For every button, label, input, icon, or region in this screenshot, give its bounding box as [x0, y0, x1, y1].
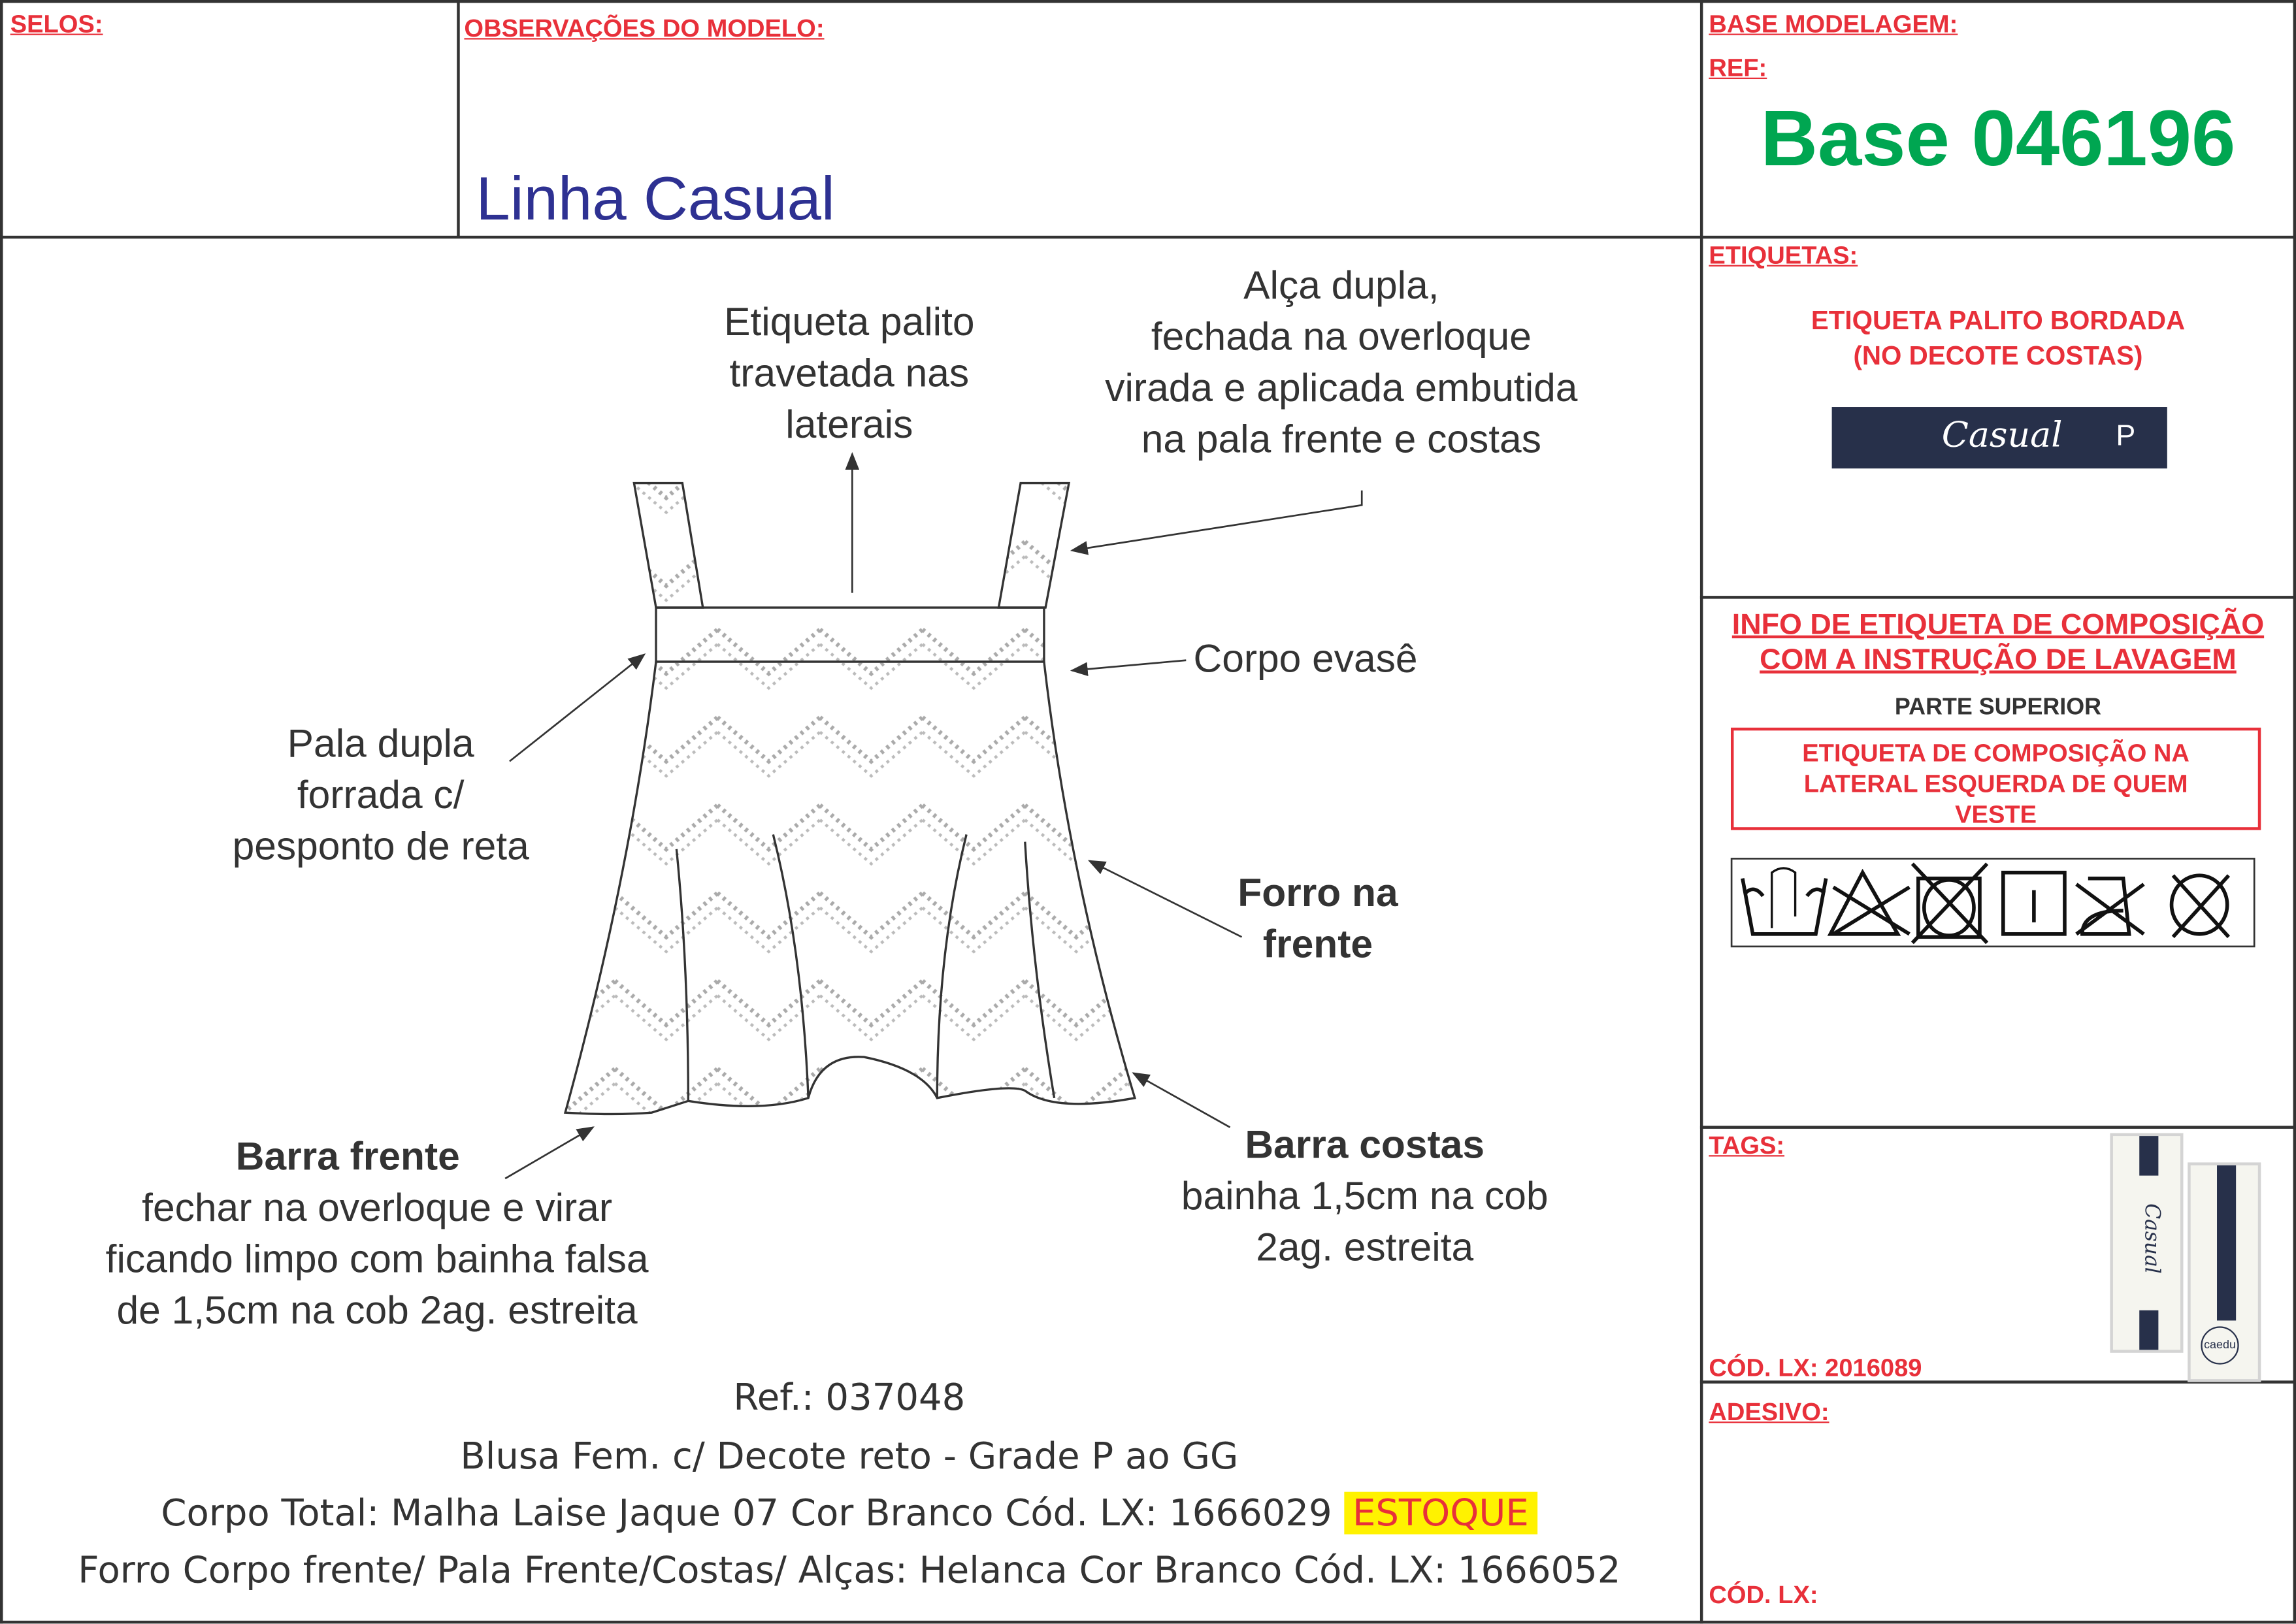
tag-brand: Casual: [2139, 1203, 2163, 1274]
box-text: VESTE: [1955, 800, 2037, 829]
footer-ref: Ref.: 037048: [733, 1376, 966, 1419]
ref-label: REF:: [1709, 54, 1767, 82]
border-top: [0, 0, 2296, 3]
divider: [1699, 1126, 2296, 1129]
etiqueta-text: (NO DECOTE COSTAS): [1853, 341, 2143, 370]
footer-forro: Forro Corpo frente/ Pala Frente/Costas/ …: [78, 1549, 1621, 1592]
do-not-iron-icon: [2075, 876, 2145, 936]
observacoes-label: OBSERVAÇÕES DO MODELO:: [464, 14, 825, 42]
footer-corpo: Corpo Total: Malha Laise Jaque 07 Cor Br…: [0, 1491, 1699, 1535]
footer-desc: Blusa Fem. c/ Decote reto - Grade P ao G…: [460, 1435, 1239, 1478]
adesivo-label: ADESIVO:: [1709, 1398, 1829, 1426]
tags-label: TAGS:: [1709, 1131, 1785, 1160]
label-size: P: [2116, 420, 2136, 453]
annotation-corpo: Corpo evasê: [1193, 636, 1418, 681]
border-left: [0, 0, 3, 1624]
arrow: [504, 1126, 595, 1180]
label-preview: Casual P: [1831, 407, 2167, 469]
yoke: [655, 606, 1045, 663]
parte-superior: PARTE SUPERIOR: [1894, 695, 2102, 721]
composicao-title: INFO DE ETIQUETA DE COMPOSIÇÃO: [1731, 609, 2265, 641]
arrow: [1132, 1072, 1231, 1128]
annotation-barra-frente: Barra frente fechar na overloque e virar…: [105, 1134, 649, 1333]
arrow: [1087, 860, 1243, 938]
garment-sketch: [504, 452, 1363, 1180]
hand-wash-icon: [1741, 867, 1828, 936]
selos-label: SELOS:: [10, 10, 103, 39]
divider: [457, 0, 460, 238]
adesivo-cod: CÓD. LX:: [1709, 1581, 1818, 1609]
base-modelagem-label: BASE MODELAGEM:: [1709, 10, 1958, 39]
composicao-box: ETIQUETA DE COMPOSIÇÃO NA LATERAL ESQUER…: [1730, 727, 2261, 830]
etiquetas-label: ETIQUETAS:: [1709, 241, 1858, 270]
divider: [1699, 1380, 2296, 1384]
tag-brand: caedu: [2201, 1326, 2239, 1365]
do-not-bleach-icon: [1827, 868, 1911, 936]
care-symbols: [1730, 858, 2255, 948]
strap-right: [997, 481, 1071, 609]
arrow: [1070, 659, 1187, 676]
border-bottom: [0, 1620, 2296, 1624]
box-text: ETIQUETA DE COMPOSIÇÃO NA: [1802, 739, 2189, 768]
divider: [0, 235, 2296, 239]
divider: [1699, 596, 2296, 599]
etiqueta-text: ETIQUETA PALITO BORDADA: [1811, 306, 2186, 336]
do-not-tumble-dry-icon: [1911, 862, 1989, 945]
body: [563, 660, 1137, 1116]
do-not-dry-clean-icon: [2169, 873, 2231, 939]
tag-casual: Casual: [2110, 1133, 2184, 1353]
label-brand: Casual: [1941, 414, 2063, 455]
tag-caedu: caedu: [2188, 1162, 2261, 1382]
box-text: LATERAL ESQUERDA DE QUEM: [1803, 770, 2188, 798]
composicao-title: COM A INSTRUÇÃO DE LAVAGEM: [1760, 644, 2237, 677]
arrow: [509, 653, 646, 762]
arrow: [1070, 490, 1363, 555]
base-ref: Base 046196: [1760, 95, 2236, 184]
border-right: [2293, 0, 2296, 1624]
tags-cod: CÓD. LX: 2016089: [1709, 1354, 1922, 1382]
divider: [1699, 0, 1703, 1624]
estoque-badge: ESTOQUE: [1343, 1491, 1538, 1535]
strap-left: [632, 481, 704, 609]
line-dry-icon: [2001, 870, 2067, 936]
linha-text: Linha Casual: [476, 164, 835, 233]
